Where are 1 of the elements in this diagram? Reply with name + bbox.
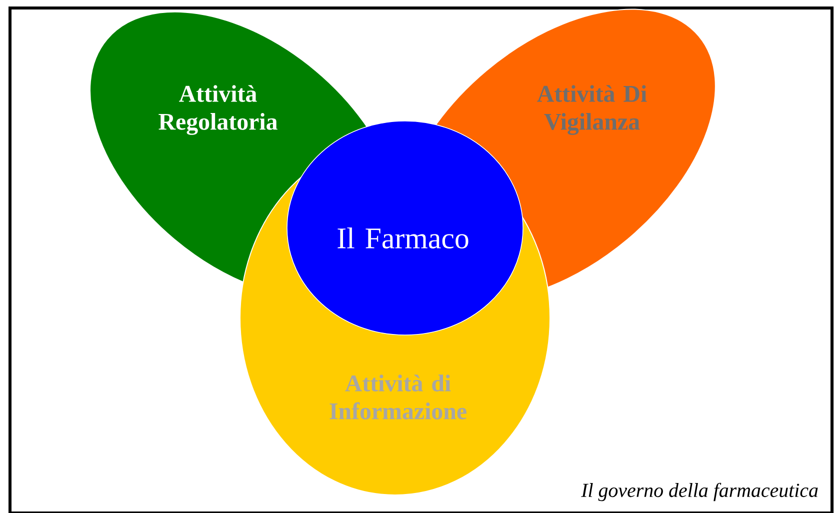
caption: Il governo della farmaceutica — [581, 482, 818, 502]
